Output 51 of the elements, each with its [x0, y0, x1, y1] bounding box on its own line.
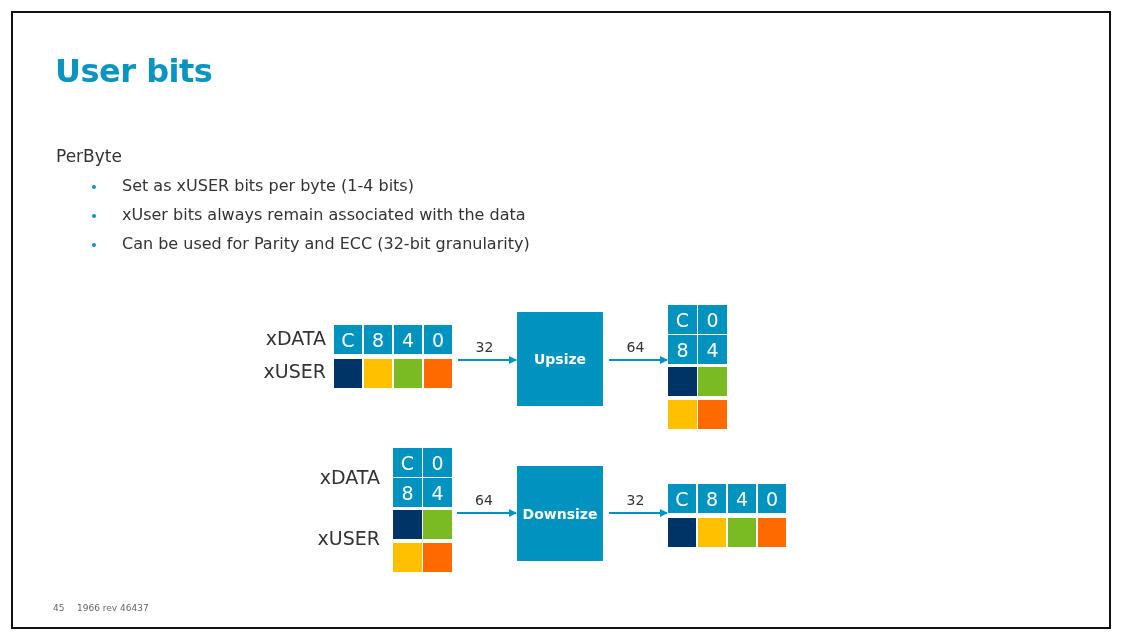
- data-cell: 4: [394, 325, 422, 354]
- user-bit-cell: [394, 359, 422, 388]
- user-bit-cell: [698, 367, 727, 396]
- process-block: Downsize: [517, 466, 603, 561]
- data-cell: 4: [698, 335, 727, 364]
- user-bit-cell: [423, 510, 452, 539]
- data-cell: 8: [698, 484, 726, 513]
- data-cell: C: [393, 448, 422, 477]
- arrow: [457, 356, 517, 364]
- user-bit-cell: [698, 400, 727, 429]
- data-cell: 4: [423, 478, 452, 507]
- user-bit-cell: [393, 543, 422, 572]
- user-bit-cell: [668, 367, 697, 396]
- user-bit-cell: [364, 359, 392, 388]
- bullet-text: Can be used for Parity and ECC (32-bit granularity): [122, 234, 530, 253]
- row-label: xDATA: [265, 327, 326, 349]
- arrow: [456, 509, 517, 517]
- user-bit-cell: [728, 518, 756, 547]
- user-bit-cell: [334, 359, 362, 388]
- data-cell: 0: [423, 448, 452, 477]
- data-cell: 0: [758, 484, 786, 513]
- edge-label: 64: [624, 339, 647, 355]
- data-cell: C: [668, 305, 697, 334]
- row-label: xDATA: [319, 466, 380, 488]
- bullet-text: xUser bits always remain associated with the data: [122, 205, 526, 224]
- bullet-text: Set as xUSER bits per byte (1-4 bits): [122, 176, 414, 195]
- document-id: 1966 rev 46437: [77, 603, 149, 613]
- data-cell: 0: [424, 325, 452, 354]
- data-cell: 8: [668, 335, 697, 364]
- row-label: xUSER: [263, 360, 326, 382]
- user-bit-cell: [423, 543, 452, 572]
- data-cell: C: [668, 484, 696, 513]
- slide-title: User bits: [55, 52, 213, 90]
- user-bit-cell: [424, 359, 452, 388]
- user-bit-cell: [668, 518, 696, 547]
- data-cell: 0: [698, 305, 727, 334]
- edge-label: 64: [473, 492, 495, 508]
- section-heading: PerByte: [56, 146, 122, 166]
- user-bit-cell: [758, 518, 786, 547]
- arrow: [608, 356, 668, 364]
- data-cell: 8: [393, 478, 422, 507]
- data-cell: 8: [364, 325, 392, 354]
- data-cell: C: [334, 325, 362, 354]
- user-bit-cell: [393, 510, 422, 539]
- page-number: 45: [53, 603, 65, 613]
- user-bit-cell: [668, 400, 697, 429]
- process-block: Upsize: [517, 312, 603, 406]
- arrow: [608, 509, 668, 517]
- row-label: xUSER: [317, 527, 380, 549]
- data-cell: 4: [728, 484, 756, 513]
- user-bit-cell: [698, 518, 726, 547]
